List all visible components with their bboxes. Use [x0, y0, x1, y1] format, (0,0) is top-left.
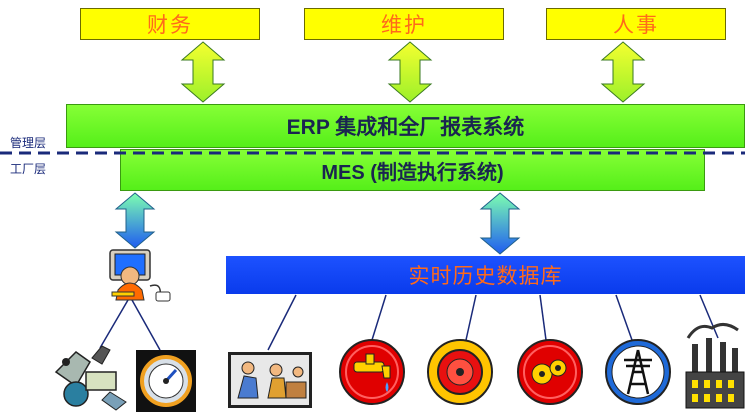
- pressure-gauge-icon: [136, 350, 196, 412]
- realtime-database-bar: 实时历史数据库: [226, 256, 745, 294]
- water-tap-icon: [339, 339, 405, 405]
- arrow-finance-erp: [180, 41, 226, 103]
- module-maintenance: 维护: [304, 8, 504, 40]
- module-hr-label: 人事: [613, 13, 659, 37]
- line-gauge-terminal: [131, 299, 161, 351]
- module-hr: 人事: [546, 8, 726, 40]
- arrow-mes-terminal: [114, 192, 156, 249]
- mes-box: MES (制造执行系统): [120, 149, 705, 191]
- line-bell-db: [465, 294, 477, 341]
- database-label: 实时历史数据库: [408, 264, 563, 288]
- alarm-bell-icon: [427, 339, 493, 405]
- management-layer-label: 管理层: [10, 136, 47, 150]
- arrow-hr-erp: [600, 41, 646, 103]
- line-tap-db: [371, 294, 387, 341]
- arrow-mes-database: [479, 192, 521, 255]
- factory-icon: [685, 323, 745, 409]
- line-factory-db: [699, 294, 719, 339]
- line-equipment-terminal: [99, 299, 129, 349]
- erp-label: ERP 集成和全厂报表系统: [286, 116, 525, 139]
- line-tower-db: [615, 294, 633, 341]
- arrow-maintenance-erp: [387, 41, 433, 103]
- mes-label: MES (制造执行系统): [321, 161, 504, 184]
- motor-icon: [517, 339, 583, 405]
- workers-icon: [228, 352, 312, 408]
- factory-layer-label: 工厂层: [10, 162, 47, 176]
- module-finance: 财务: [80, 8, 260, 40]
- erp-box: ERP 集成和全厂报表系统: [66, 104, 745, 148]
- module-finance-label: 财务: [147, 13, 193, 37]
- line-workers-db: [267, 294, 297, 351]
- power-tower-icon: [605, 339, 671, 405]
- line-motor-db: [539, 294, 547, 341]
- module-maintenance-label: 维护: [381, 13, 427, 37]
- operator-terminal-icon: [109, 249, 171, 302]
- process-equipment-icon: [54, 345, 127, 411]
